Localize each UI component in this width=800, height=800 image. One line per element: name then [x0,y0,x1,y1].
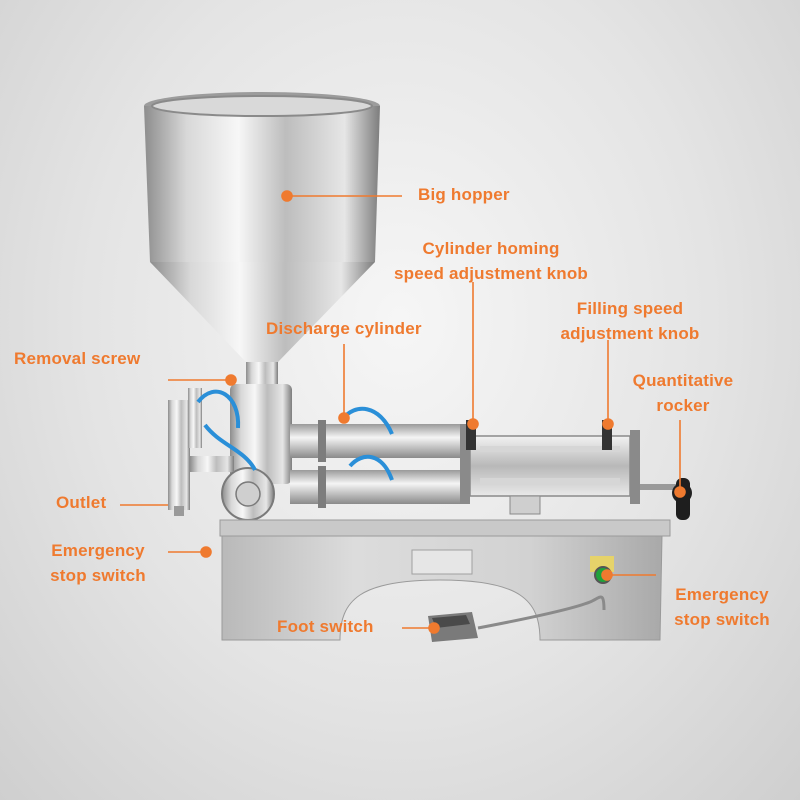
foot-switch [428,595,606,642]
label-discharge-cylinder: Discharge cylinder [266,319,422,338]
discharge-cylinders [290,406,676,515]
label-cylinder-homing-knob: Cylinder homing speed adjustment knob [393,239,589,283]
leader-lines [120,190,686,634]
label-removal-screw: Removal screw [14,349,141,368]
label-emergency-stop-right: Emergency stop switch [674,585,770,629]
label-emergency-stop-left: Emergency stop switch [50,541,146,585]
label-outlet: Outlet [56,493,107,512]
label-big-hopper: Big hopper [418,185,510,204]
label-filling-speed-knob: Filling speed adjustment knob [560,299,700,343]
label-quantitative-rocker: Quantitative rocker [632,371,734,415]
big-hopper [144,92,380,384]
label-foot-switch: Foot switch [277,617,374,636]
outlet-nozzle [168,388,257,516]
